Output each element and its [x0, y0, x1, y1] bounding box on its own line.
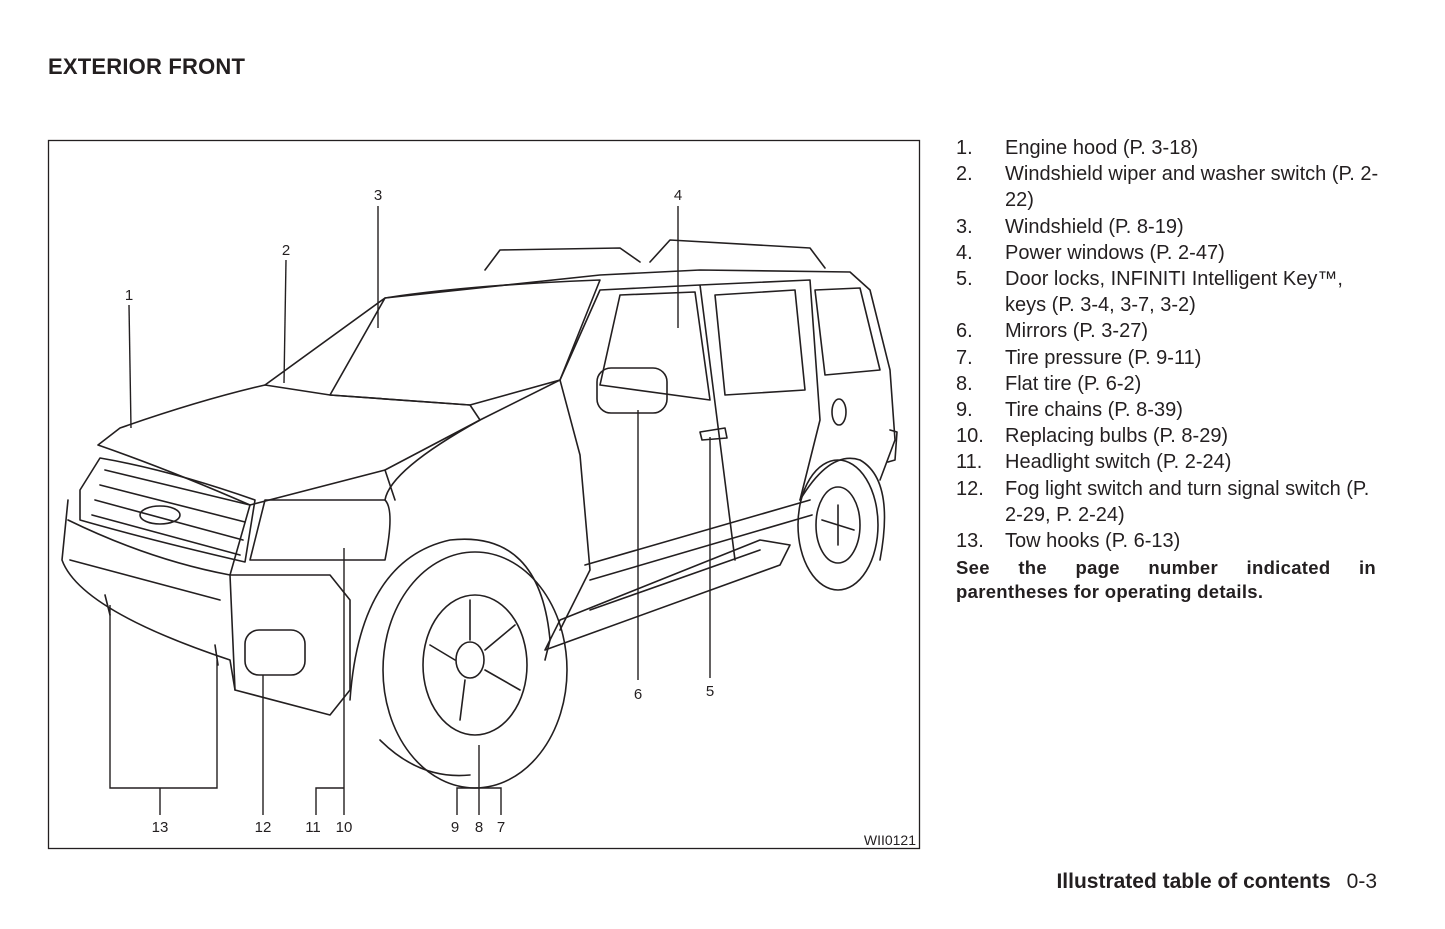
callout-11: 11 — [305, 819, 321, 836]
list-item: 11.Headlight switch (P. 2-24) — [956, 451, 1232, 474]
suv-drawing — [61, 239, 898, 789]
list-item: 2.Windshield wiper and washer switch (P.… — [956, 163, 1379, 212]
callout-1: 1 — [125, 287, 133, 304]
list-item: 4.Power windows (P. 2-47) — [956, 241, 1225, 264]
section-title: Illustrated table of contents — [1056, 870, 1331, 893]
callout-5: 5 — [706, 683, 714, 700]
callout-3: 3 — [374, 187, 382, 204]
page-footer: Illustrated table of contents 0-3 — [1056, 870, 1377, 894]
list-item: 5.Door locks, INFINITI Intelligent Key™,… — [956, 268, 1343, 317]
callout-2: 2 — [282, 242, 290, 259]
callout-lines — [109, 206, 711, 815]
list-item: 7.Tire pressure (P. 9-11) — [956, 346, 1202, 369]
callout-7: 7 — [497, 819, 505, 836]
component-list: 1.Engine hood (P. 3-18) 2.Windshield wip… — [956, 135, 1381, 554]
list-item: 8.Flat tire (P. 6-2) — [956, 372, 1142, 395]
list-item: 3.Windshield (P. 8-19) — [956, 215, 1184, 238]
page-title: EXTERIOR FRONT — [48, 54, 246, 79]
list-item: 1.Engine hood (P. 3-18) — [956, 137, 1199, 159]
callout-12: 12 — [255, 819, 272, 836]
figure-code: WII0121 — [864, 832, 916, 848]
page-number: 0-3 — [1346, 870, 1377, 893]
callout-6: 6 — [634, 686, 642, 703]
callout-10: 10 — [336, 819, 353, 836]
callout-9: 9 — [451, 819, 459, 836]
operating-note: See the page number indicated in parenth… — [956, 557, 1376, 602]
callout-labels: 1 2 3 4 5 6 7 8 9 10 11 12 13 — [125, 187, 714, 836]
list-item: 12.Fog light switch and turn signal swit… — [956, 477, 1370, 526]
list-item: 9.Tire chains (P. 8-39) — [956, 399, 1183, 422]
callout-8: 8 — [475, 819, 483, 836]
callout-13: 13 — [152, 819, 169, 836]
figure-frame — [47, 139, 921, 850]
list-item: 10.Replacing bulbs (P. 8-29) — [956, 425, 1229, 448]
callout-4: 4 — [674, 187, 682, 204]
list-item: 6.Mirrors (P. 3-27) — [956, 320, 1148, 343]
list-item: 13.Tow hooks (P. 6-13) — [956, 530, 1181, 553]
